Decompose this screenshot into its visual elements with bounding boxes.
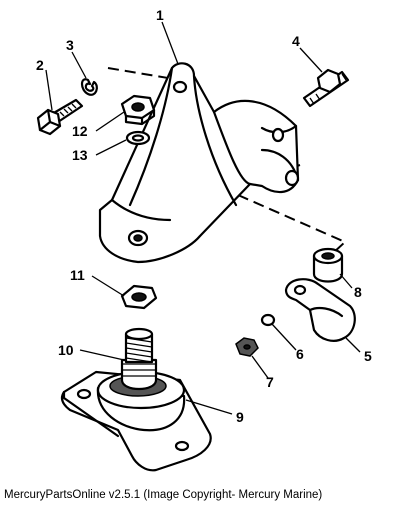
callout-2: 2 [36, 57, 44, 73]
engine-mount-bracket [98, 62, 300, 264]
image-caption: MercuryPartsOnline v2.5.1 (Image Copyrig… [4, 489, 323, 501]
callout-13: 13 [72, 147, 88, 163]
callout-4: 4 [292, 33, 300, 49]
leader-lines [45, 21, 361, 415]
flat-washer [260, 313, 276, 327]
callout-10: 10 [58, 342, 74, 358]
hex-bolt [36, 98, 84, 136]
callout-9: 9 [236, 409, 244, 425]
rubber-mount-assembly [60, 327, 212, 472]
callout-11: 11 [70, 267, 85, 283]
callout-7: 7 [266, 374, 274, 390]
tab-washer [120, 284, 158, 310]
callout-8: 8 [354, 284, 362, 300]
exploded-parts-diagram: 1 2 3 4 5 6 7 8 9 10 11 12 13 [36, 7, 372, 472]
callout-12: 12 [72, 123, 88, 139]
callout-5: 5 [364, 348, 372, 364]
cable-clamp [284, 278, 356, 342]
callout-3: 3 [66, 37, 74, 53]
mounting-stud [302, 68, 350, 108]
callout-6: 6 [296, 346, 304, 362]
hex-nut-large [120, 94, 156, 126]
spacer-sleeve [312, 247, 344, 283]
callout-1: 1 [156, 7, 164, 23]
lock-washer-small [125, 130, 151, 146]
lock-washer [80, 78, 98, 96]
hex-nut-small [235, 337, 259, 357]
